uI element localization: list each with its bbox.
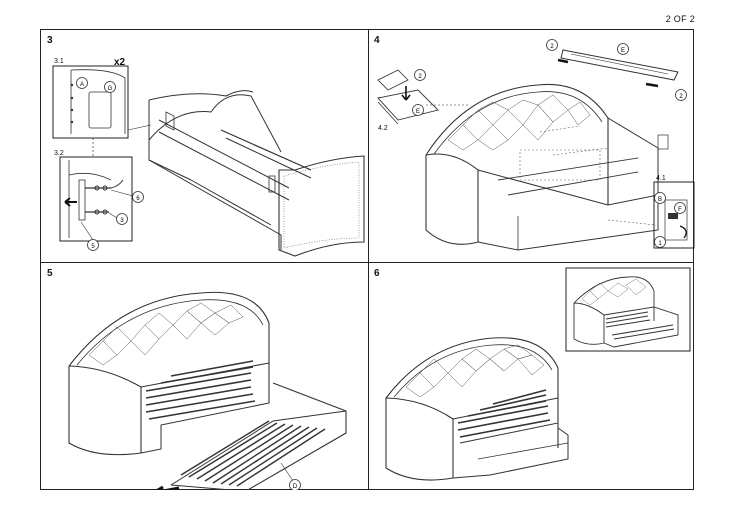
step-3-panel: 3 3.1 x2 3.2 A G (41, 30, 368, 262)
step-5-panel: 5 (41, 263, 368, 490)
step-4-panel: 4 4.2 4.1 2 E 2 2 E (368, 30, 695, 262)
callout-2: 2 (550, 44, 554, 50)
step-number: 4 (374, 35, 380, 46)
callout-6: 6 (136, 196, 140, 202)
callout-E: E (416, 109, 420, 115)
step-6-illustration (385, 267, 691, 481)
callout-B: B (658, 197, 662, 203)
sub-step-label: 4.1 (656, 175, 666, 182)
quantity-label: x2 (114, 57, 126, 68)
step-4-illustration: 2 E 2 2 E (377, 39, 695, 251)
step-6-panel: 6 (368, 263, 695, 490)
step-3-illustration: A G 6 3 5 (52, 65, 365, 257)
callout-2: 2 (418, 74, 422, 80)
step-number: 3 (47, 35, 53, 46)
step-number: 5 (47, 268, 53, 279)
callout-E: E (621, 48, 625, 54)
page-number-label: 2 OF 2 (665, 14, 695, 24)
sub-step-label: 3.1 (54, 58, 64, 65)
sub-step-label: 4.2 (378, 125, 388, 132)
callout-F: F (678, 207, 682, 213)
callout-5: 5 (91, 244, 95, 250)
divider-vertical (368, 30, 370, 489)
callout-2: 2 (679, 94, 683, 100)
instruction-grid: 3 3.1 x2 3.2 A G (40, 29, 695, 490)
callout-D: D (293, 484, 298, 490)
sub-step-label: 3.2 (54, 150, 64, 157)
divider-horizontal (41, 262, 693, 264)
callout-A: A (80, 82, 84, 88)
step-5-illustration: D (68, 291, 347, 490)
callout-1: 1 (658, 241, 662, 247)
callout-3: 3 (120, 218, 124, 224)
callout-G: G (108, 86, 113, 92)
step-number: 6 (374, 268, 380, 279)
